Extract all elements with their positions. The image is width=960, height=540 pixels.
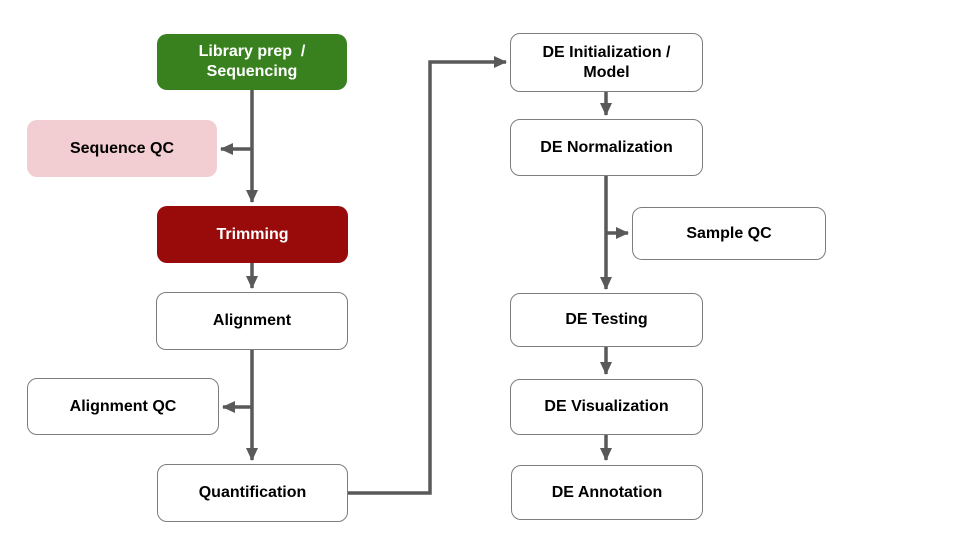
node-quantification: Quantification — [157, 464, 348, 522]
node-alignment-qc: Alignment QC — [27, 378, 219, 435]
node-library-prep-sequencing: Library prep / Sequencing — [157, 34, 347, 90]
node-de-normalization: DE Normalization — [510, 119, 703, 176]
node-de-initialization-model: DE Initialization / Model — [510, 33, 703, 92]
node-sequence-qc: Sequence QC — [27, 120, 217, 177]
node-de-visualization: DE Visualization — [510, 379, 703, 435]
node-trimming: Trimming — [157, 206, 348, 263]
node-sample-qc: Sample QC — [632, 207, 826, 260]
node-alignment: Alignment — [156, 292, 348, 350]
node-de-annotation: DE Annotation — [511, 465, 703, 520]
node-de-testing: DE Testing — [510, 293, 703, 347]
edge-quantification-to-de-initialization — [348, 56, 507, 495]
